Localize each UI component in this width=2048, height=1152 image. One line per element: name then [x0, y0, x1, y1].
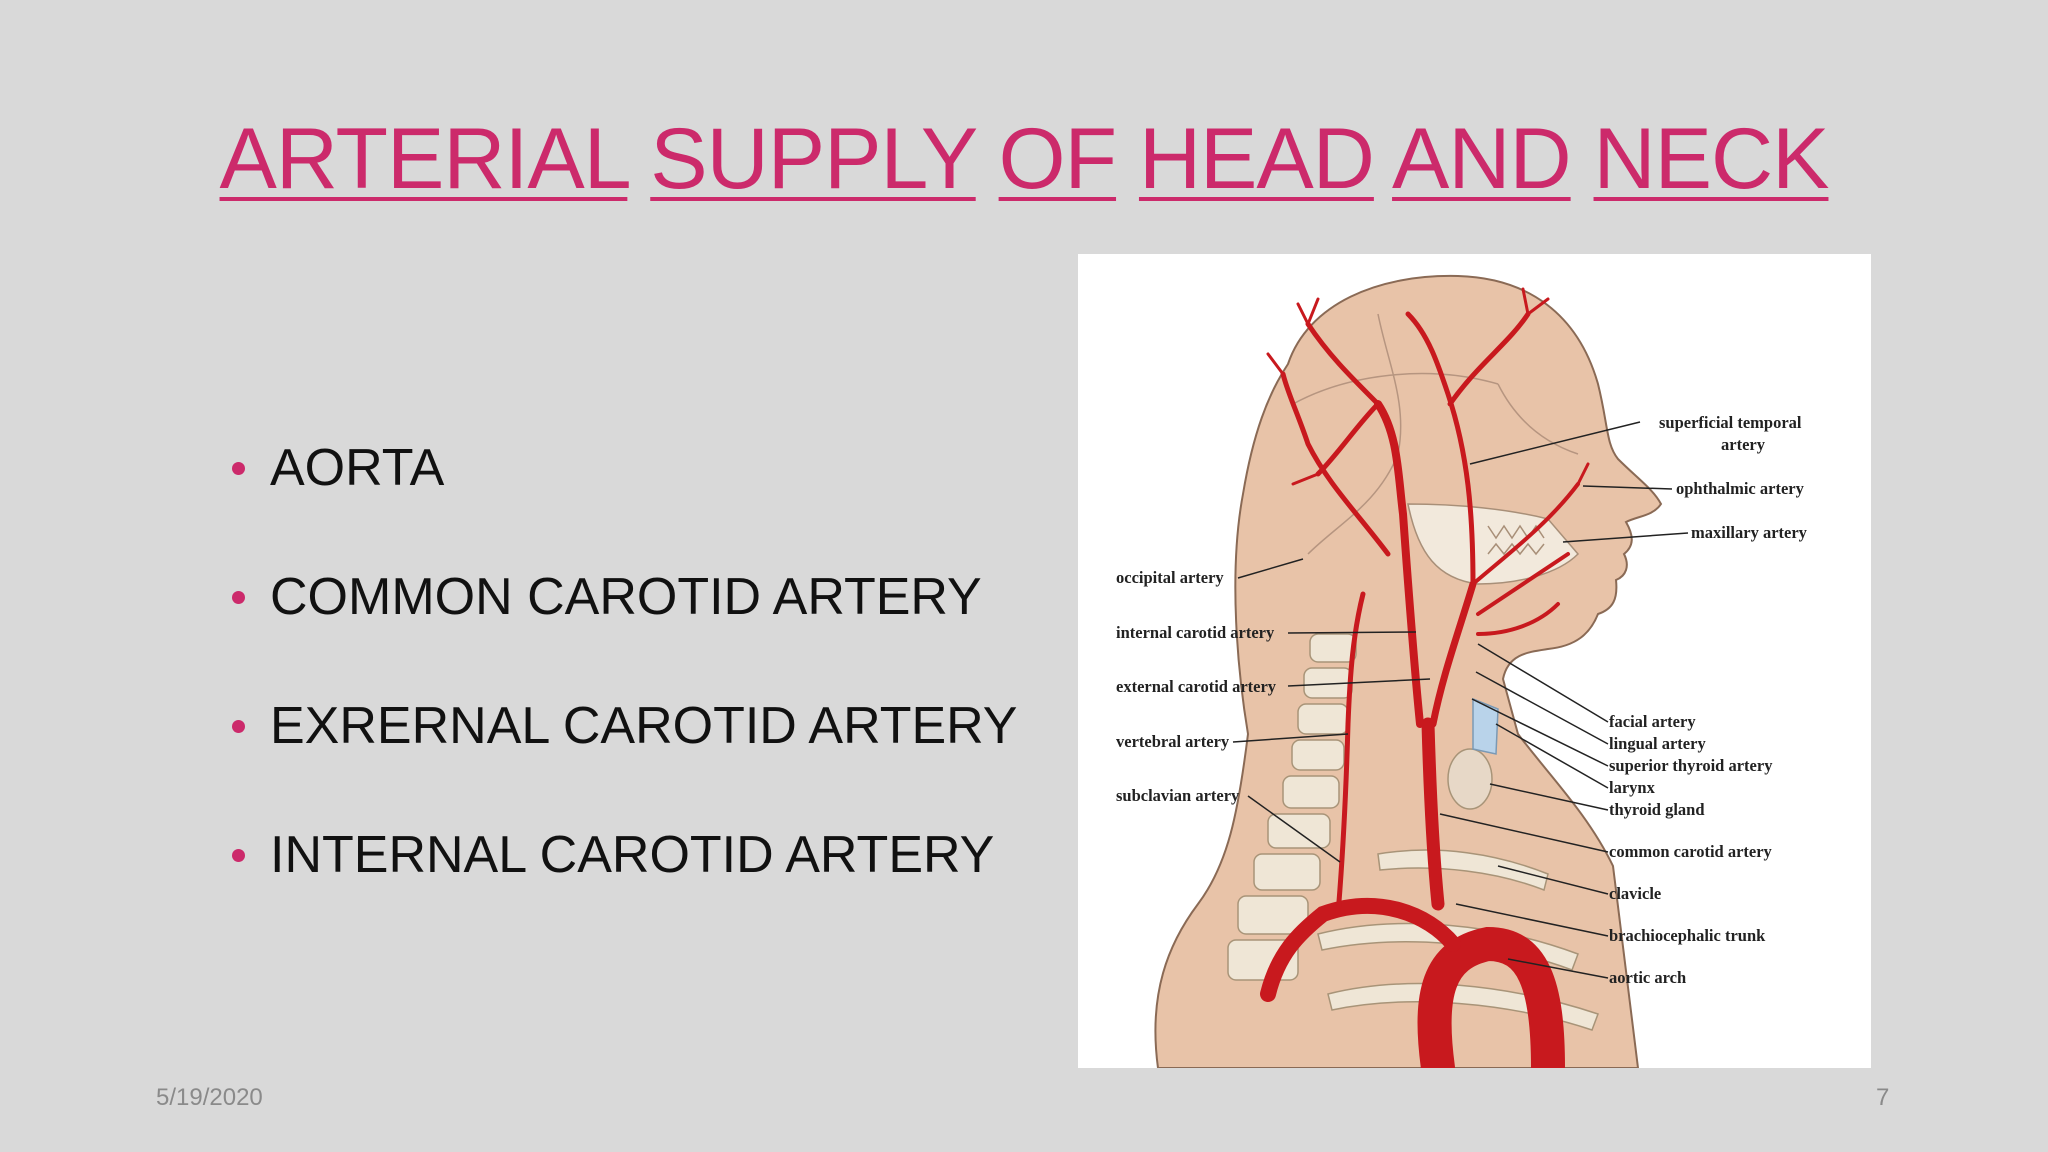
title-word: SUPPLY — [650, 111, 976, 207]
label-facial-artery: facial artery — [1609, 712, 1696, 731]
label-subclavian-artery: subclavian artery — [1116, 786, 1240, 805]
label-occipital-artery: occipital artery — [1116, 568, 1224, 587]
label-common-carotid-artery: common carotid artery — [1609, 842, 1773, 861]
label-clavicle: clavicle — [1609, 884, 1661, 903]
title-word: ARTERIAL — [219, 111, 629, 207]
label-superficial-temporal-line2: artery — [1721, 435, 1766, 454]
bullet-dot-icon — [232, 462, 245, 475]
label-internal-carotid-artery: internal carotid artery — [1116, 623, 1275, 642]
cervical-spine — [1227, 633, 1357, 981]
bullet-item: INTERNAL CAROTID ARTERY — [230, 817, 1017, 946]
bullet-list: AORTA COMMON CAROTID ARTERY EXRERNAL CAR… — [230, 430, 1017, 946]
title-word: OF — [998, 111, 1117, 207]
bullet-item: EXRERNAL CAROTID ARTERY — [230, 688, 1017, 817]
arteries — [1260, 287, 1590, 1068]
slide-title: ARTERIAL SUPPLY OF HEAD AND NECK — [0, 112, 2048, 207]
footer-page-number: 7 — [1876, 1084, 1890, 1111]
bullet-item: COMMON CAROTID ARTERY — [230, 559, 1017, 688]
bullet-text: EXRERNAL CAROTID ARTERY — [270, 697, 1018, 755]
thyroid-gland — [1447, 748, 1493, 810]
bullet-item: AORTA — [230, 430, 1017, 559]
label-vertebral-artery: vertebral artery — [1116, 732, 1230, 751]
anatomy-illustration: occipital artery internal carotid artery… — [1078, 254, 1871, 1068]
title-word: HEAD — [1138, 111, 1375, 207]
label-superior-thyroid-artery: superior thyroid artery — [1609, 756, 1773, 775]
label-brachiocephalic-trunk: brachiocephalic trunk — [1609, 926, 1766, 945]
bullet-text: AORTA — [270, 439, 445, 497]
footer-date: 5/19/2020 — [156, 1084, 263, 1111]
bullet-dot-icon — [232, 720, 245, 733]
label-maxillary-artery: maxillary artery — [1691, 523, 1808, 542]
bullet-dot-icon — [232, 849, 245, 862]
label-superficial-temporal-line1: superficial temporal — [1659, 413, 1802, 432]
label-larynx: larynx — [1609, 778, 1656, 797]
label-thyroid-gland: thyroid gland — [1609, 800, 1705, 819]
label-lingual-artery: lingual artery — [1609, 734, 1706, 753]
bullet-text: COMMON CAROTID ARTERY — [270, 568, 982, 626]
jaw — [1407, 503, 1580, 585]
label-leader-lines — [1232, 421, 1689, 979]
label-aortic-arch: aortic arch — [1609, 968, 1686, 987]
label-ophthalmic-artery: ophthalmic artery — [1676, 479, 1805, 498]
label-external-carotid-artery: external carotid artery — [1116, 677, 1277, 696]
larynx — [1472, 697, 1499, 755]
title-word: AND — [1392, 111, 1572, 207]
head-neck-arteries-diagram: occipital artery internal carotid artery… — [1116, 274, 1808, 1068]
title-word: NECK — [1593, 111, 1830, 207]
bullet-dot-icon — [232, 591, 245, 604]
bullet-text: INTERNAL CAROTID ARTERY — [270, 826, 995, 884]
